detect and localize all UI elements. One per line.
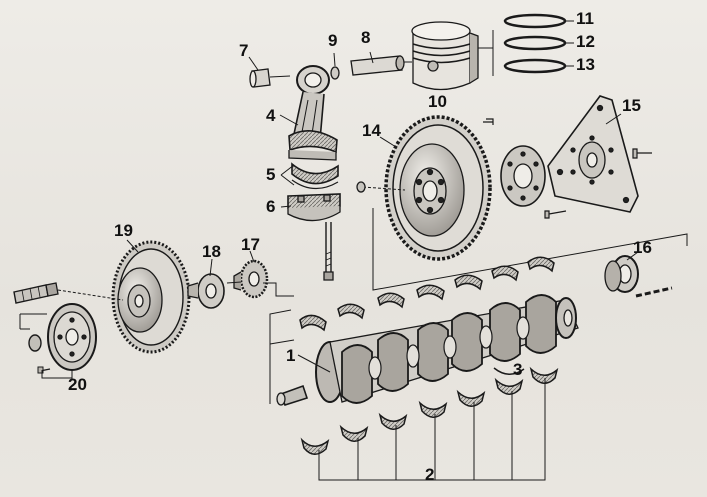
callout-5: 5 (266, 165, 276, 184)
callout-1: 1 (286, 346, 296, 365)
piston-pin (350, 55, 412, 76)
callout-18: 18 (202, 242, 221, 261)
vibration-damper (47, 303, 97, 371)
small-end-bushing (249, 68, 291, 88)
callout-3: 3 (513, 360, 523, 379)
callout-7: 7 (239, 41, 249, 60)
callout-2: 2 (425, 465, 435, 484)
callout-6: 6 (266, 197, 276, 216)
callout-20: 20 (68, 375, 87, 394)
upper-main-bearing-shells (299, 256, 555, 332)
circlip (330, 66, 340, 80)
crankshaft (276, 294, 579, 406)
flywheel (384, 115, 492, 261)
callout-13: 13 (576, 55, 595, 74)
pilot-bearing (604, 255, 639, 293)
piston-rings (503, 13, 574, 74)
connecting-rod (288, 65, 338, 161)
callout-17: 17 (241, 235, 260, 254)
callout-8: 8 (361, 28, 371, 47)
rod-cap (287, 193, 341, 222)
callout-15: 15 (622, 96, 641, 115)
callout-11: 11 (576, 9, 594, 28)
rod-bolt (323, 222, 334, 281)
flex-drive-plate (547, 95, 639, 213)
crankshaft-gear (233, 259, 269, 299)
piston (411, 21, 479, 91)
callout-9: 9 (328, 31, 338, 50)
front-pulley-bolt (13, 282, 59, 304)
callout-12: 12 (576, 32, 595, 51)
callout-4: 4 (266, 106, 276, 125)
callout-19: 19 (114, 221, 133, 240)
crankshaft-pulley (111, 240, 191, 354)
flywheel-spacer-plate (500, 145, 546, 207)
callout-16: 16 (633, 238, 652, 257)
damper-hub (187, 273, 225, 309)
callout-14: 14 (362, 121, 381, 140)
rod-bearing-shells (291, 162, 339, 190)
callout-10: 10 (428, 92, 447, 111)
damper-washer (28, 334, 42, 352)
lower-main-bearing-shells (300, 366, 559, 455)
